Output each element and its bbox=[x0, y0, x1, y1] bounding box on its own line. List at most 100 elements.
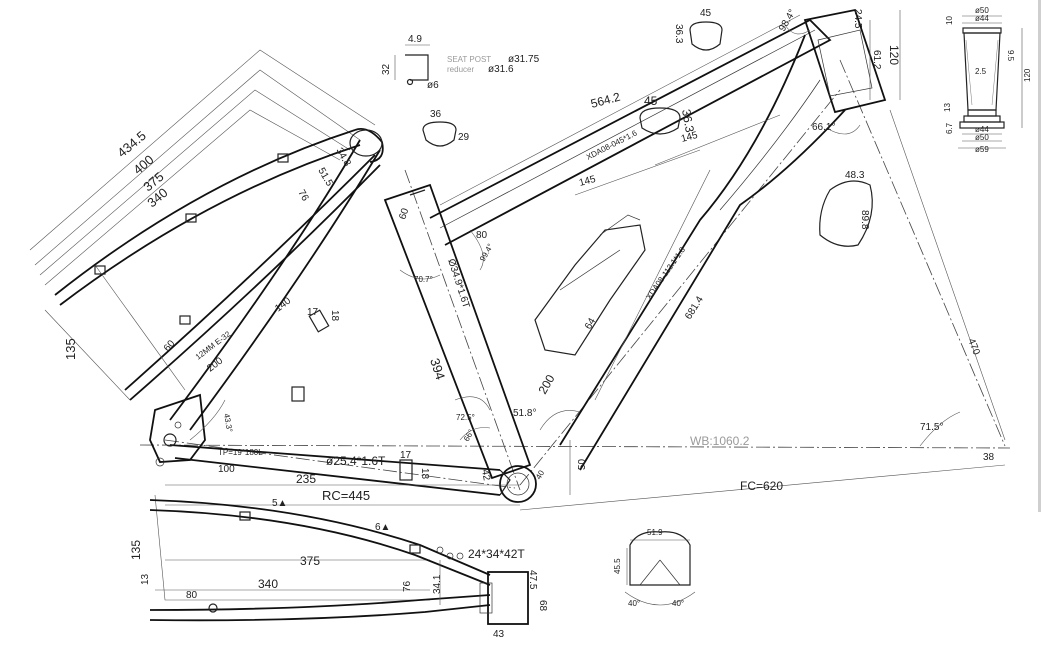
bb-angle-arc bbox=[624, 591, 696, 606]
label-ss-12mm: 12MM E-32 bbox=[194, 329, 233, 361]
clamp-tab bbox=[405, 54, 429, 81]
down-tube-top-edge bbox=[559, 34, 806, 446]
label-dt-tube: XDA08-113.1*1.8 bbox=[644, 245, 687, 301]
dim-135-line bbox=[44, 309, 131, 401]
label-29: 29 bbox=[458, 132, 470, 143]
dropout-hole bbox=[155, 457, 165, 467]
arc-51-8 bbox=[539, 410, 581, 431]
label-36: 36 bbox=[430, 109, 442, 120]
cs-lower-a bbox=[149, 594, 491, 611]
seat-stay-braze-1 bbox=[308, 309, 330, 333]
label-ss-76: 76 bbox=[295, 188, 310, 204]
seat-stay-lower bbox=[189, 149, 381, 431]
down-tube-bottom-edge bbox=[579, 109, 846, 471]
arc-72-5 bbox=[454, 396, 491, 411]
label-98-4: 98.4° bbox=[777, 8, 798, 34]
dim-60-line bbox=[94, 264, 186, 391]
cs-upper-a bbox=[149, 499, 491, 576]
right-edge-bar bbox=[1038, 0, 1041, 512]
detail-stay-c bbox=[124, 154, 376, 391]
dim-frame-340 bbox=[44, 109, 341, 286]
ht-lower-flange bbox=[959, 121, 1005, 129]
label-top-45: 45 bbox=[700, 8, 712, 19]
label-42: 42 bbox=[479, 469, 492, 482]
label-cs-80: 80 bbox=[186, 590, 198, 601]
top-tube-inner bbox=[439, 29, 816, 229]
label-cs-25-4: ø25.4*1.6T bbox=[326, 454, 386, 468]
label-tt-145a: 145 bbox=[578, 174, 597, 189]
label-120: 120 bbox=[887, 45, 901, 65]
label-reducer: reducer bbox=[447, 65, 474, 74]
label-cs-5a: 5▲ bbox=[272, 498, 287, 509]
detail-stay-a bbox=[54, 129, 356, 296]
seatstay-detail bbox=[29, 49, 383, 401]
bb-angle-b bbox=[659, 559, 681, 586]
down-tube-gusset bbox=[719, 79, 821, 211]
label-cs-tube: TP=19*180L bbox=[218, 448, 263, 457]
arc-66 bbox=[459, 427, 491, 441]
cs-upper-b bbox=[149, 509, 491, 586]
label-70-7: 70.7° bbox=[414, 275, 433, 284]
label-64: 64 bbox=[583, 316, 598, 332]
rear-axle bbox=[163, 433, 177, 447]
ht-hatch-l bbox=[965, 39, 973, 106]
dim-line-145a bbox=[574, 149, 701, 196]
rear-dropout bbox=[149, 393, 206, 463]
chainstay-lower bbox=[174, 457, 501, 496]
label-ht-9-5: 9.5 bbox=[1006, 50, 1015, 62]
seat-tube bbox=[383, 183, 532, 480]
label-72-5: 72.5° bbox=[456, 413, 475, 422]
toptube-section bbox=[639, 107, 681, 135]
label-cs-375: 375 bbox=[300, 554, 320, 568]
dim-line-681 bbox=[594, 169, 711, 401]
bottom-bracket-shell bbox=[499, 465, 537, 503]
cs-ring-2 bbox=[446, 552, 454, 560]
label-st-60: 60 bbox=[397, 207, 411, 221]
arc-71-5 bbox=[919, 411, 961, 447]
wheelbase-line bbox=[139, 444, 1011, 449]
cs-hole bbox=[208, 603, 218, 613]
head-tube bbox=[803, 8, 887, 114]
label-71-5: 71.5° bbox=[920, 422, 943, 433]
fork-line bbox=[839, 59, 1006, 447]
label-ss-135: 135 bbox=[63, 338, 78, 360]
label-cs-17: 17 bbox=[400, 450, 412, 461]
stay-braze-a bbox=[185, 213, 197, 223]
labels: 4.9 32 ø6 SEAT POST reducer ø31.75 ø31.6… bbox=[63, 6, 1032, 640]
label-ss-140: 140 bbox=[273, 295, 293, 314]
label-ss-60: 60 bbox=[162, 338, 178, 354]
top-cap-shape bbox=[689, 21, 723, 51]
stay-braze-b bbox=[277, 153, 289, 163]
stay-braze-c bbox=[94, 265, 106, 275]
main-frame bbox=[139, 8, 1011, 503]
label-ht-13: 13 bbox=[943, 103, 952, 112]
cs-ring-1 bbox=[436, 546, 444, 554]
dropout-bolt bbox=[174, 421, 182, 429]
label-ht-10: 10 bbox=[945, 16, 954, 25]
detail-stay-b bbox=[59, 144, 361, 306]
label-48-3: 48.3 bbox=[845, 170, 865, 181]
head-tube-inner bbox=[817, 29, 873, 97]
label-cs-68: 68 bbox=[537, 600, 548, 612]
seat-stay-upper bbox=[169, 139, 361, 421]
top-tube bbox=[429, 18, 832, 246]
cs-braze-5 bbox=[239, 511, 251, 521]
label-ht-44top: ø44 bbox=[975, 14, 989, 23]
ht-lower-step bbox=[967, 109, 997, 117]
arc-99-4 bbox=[469, 229, 484, 271]
label-6: ø6 bbox=[427, 80, 439, 91]
label-bb-45-5: 45.5 bbox=[613, 558, 622, 574]
chainstay-detail bbox=[149, 494, 529, 625]
label-cs-235: 235 bbox=[296, 472, 316, 486]
arc-43-3 bbox=[189, 399, 226, 441]
label-st-tube: Ø34.9*1.6T bbox=[445, 258, 471, 310]
label-cs-76: 76 bbox=[402, 580, 413, 592]
cs-ring-3 bbox=[456, 552, 464, 560]
label-564-2: 564.2 bbox=[589, 90, 622, 111]
downtube-section bbox=[819, 180, 873, 247]
label-61-2: 61.2 bbox=[871, 50, 882, 70]
label-wb: WB:1060.2 bbox=[690, 434, 750, 448]
bb-angle-a bbox=[639, 559, 661, 586]
label-tt-36-3: 36.3 bbox=[679, 108, 697, 134]
chainstay-braze bbox=[399, 459, 413, 481]
